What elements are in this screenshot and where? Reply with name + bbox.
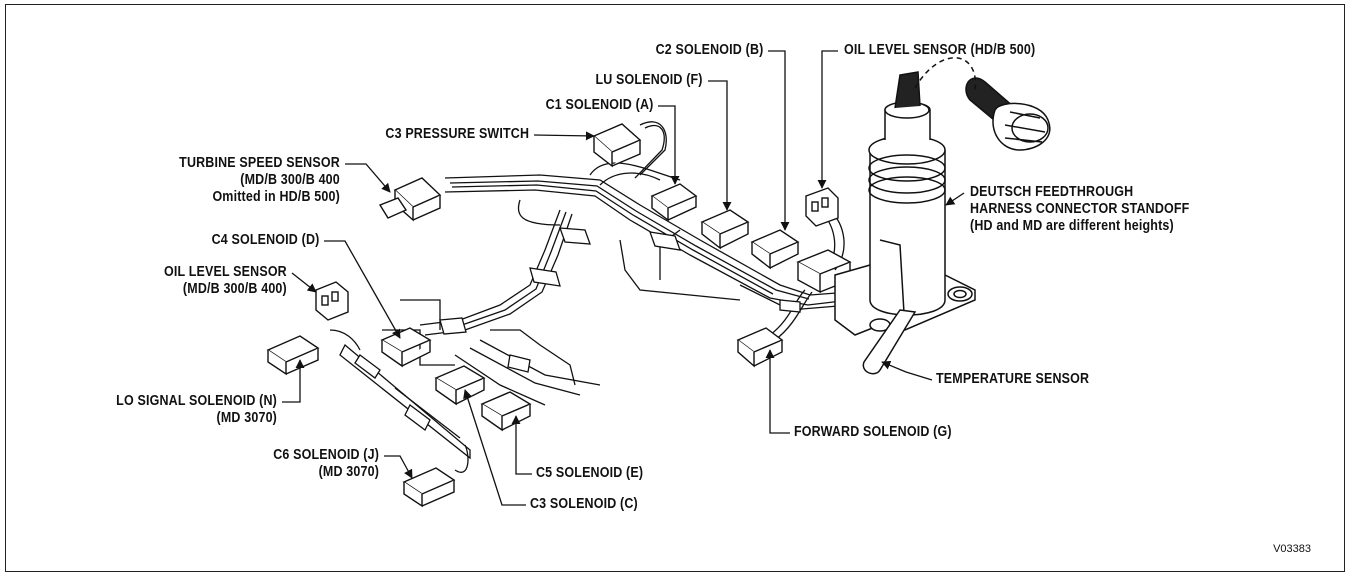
- label-lo-signal-solenoid: LO SIGNAL SOLENOID (N) (MD 3070): [116, 393, 277, 426]
- label-c6-solenoid: C6 SOLENOID (J) (MD 3070): [273, 447, 379, 480]
- label-c3-solenoid: C3 SOLENOID (C): [530, 496, 638, 512]
- leader-lines: [282, 50, 965, 506]
- figure-id: V03383: [1273, 543, 1311, 555]
- label-c5-solenoid: C5 SOLENOID (E): [536, 465, 644, 481]
- label-lu-solenoid: LU SOLENOID (F): [595, 72, 703, 88]
- label-c4-solenoid: C4 SOLENOID (D): [211, 232, 319, 248]
- diagram-frame: [5, 4, 1345, 572]
- label-c1-solenoid: C1 SOLENOID (A): [545, 97, 653, 113]
- label-forward-solenoid: FORWARD SOLENOID (G): [794, 424, 952, 440]
- label-deutsch-feedthrough: DEUTSCH FEEDTHROUGH HARNESS CONNECTOR ST…: [970, 184, 1190, 234]
- oil-level-sensor-hd-part: [914, 57, 1051, 151]
- connectors: [266, 123, 852, 508]
- label-oil-level-sensor-hd: OIL LEVEL SENSOR (HD/B 500): [844, 42, 1036, 58]
- label-oil-level-sensor-md: OIL LEVEL SENSOR (MD/B 300/B 400): [164, 264, 287, 297]
- label-c3-pressure-switch: C3 PRESSURE SWITCH: [385, 126, 529, 142]
- harness-clips: [354, 227, 801, 431]
- label-temperature-sensor: TEMPERATURE SENSOR: [936, 371, 1090, 387]
- feedthrough-standoff: [834, 71, 976, 375]
- label-turbine-speed-sensor: TURBINE SPEED SENSOR (MD/B 300/B 400 Omi…: [179, 155, 340, 205]
- label-c2-solenoid: C2 SOLENOID (B): [655, 42, 763, 58]
